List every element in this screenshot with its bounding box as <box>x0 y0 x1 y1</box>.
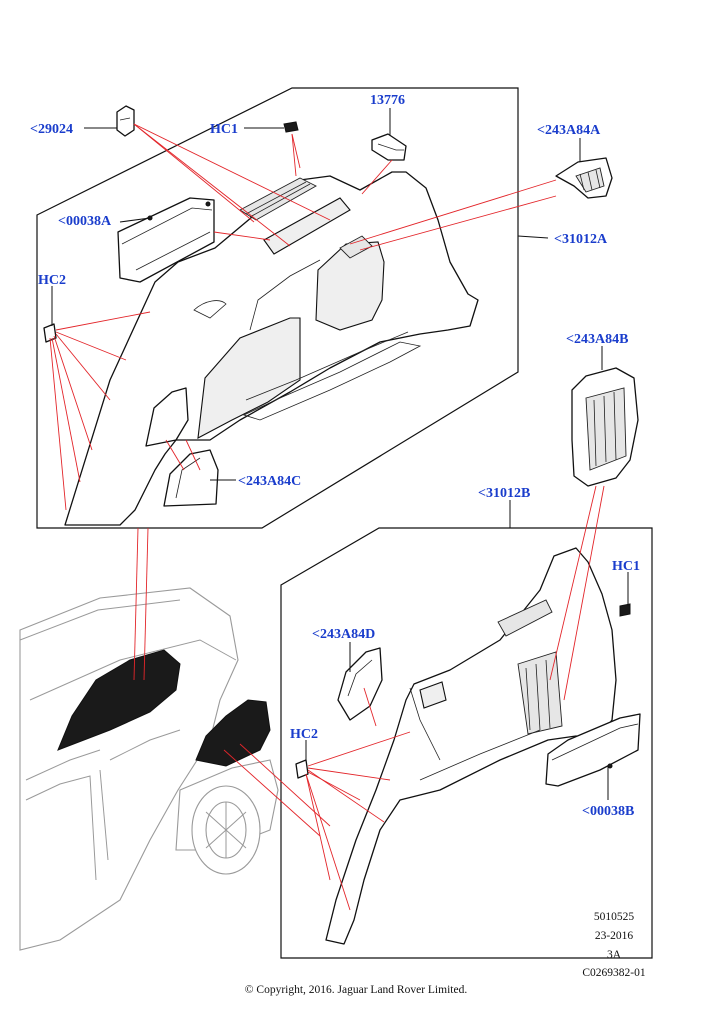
part-00038B <box>545 713 641 787</box>
lower-assembly-frame <box>280 527 653 959</box>
upper-assembly-frame <box>36 87 519 529</box>
diagram-revision: 3A <box>607 949 622 961</box>
callout-00038B[interactable]: <00038B <box>582 804 634 819</box>
callout-31012B[interactable]: <31012B <box>478 486 530 501</box>
part-243A84C <box>163 449 219 507</box>
vehicle-illustration <box>19 587 279 951</box>
callout-243A84C[interactable]: <243A84C <box>238 474 301 489</box>
callout-243A84B[interactable]: <243A84B <box>566 332 628 347</box>
vehicle-right-trim-highlight <box>195 699 271 767</box>
callout-hc1-top[interactable]: HC1 <box>210 122 238 137</box>
copyright-notice: © Copyright, 2016. Jaguar Land Rover Lim… <box>245 984 468 996</box>
reference-lines <box>49 123 605 911</box>
leader-lines <box>51 108 629 800</box>
callout-31012A[interactable]: <31012A <box>554 232 608 247</box>
callout-hc1-bottom[interactable]: HC1 <box>612 559 640 574</box>
callout-hc2-top[interactable]: HC2 <box>38 273 66 288</box>
left-quarter-trim-panel <box>64 171 479 526</box>
part-hc1-bottom <box>619 603 631 617</box>
callout-00038A[interactable]: <00038A <box>58 214 112 229</box>
part-13776 <box>371 133 407 161</box>
right-quarter-trim-panel <box>325 547 617 945</box>
part-00038A <box>117 197 215 283</box>
part-243A84D <box>337 647 383 721</box>
callout-243A84D[interactable]: <243A84D <box>312 627 375 642</box>
diagram-date: 23-2016 <box>595 930 634 942</box>
quarter-vent-grille <box>339 235 373 259</box>
part-29024 <box>116 105 135 137</box>
callout-hc2-bottom[interactable]: HC2 <box>290 727 318 742</box>
part-hc2-bottom <box>295 759 309 779</box>
callout-243A84A[interactable]: <243A84A <box>537 123 601 138</box>
part-243A84B <box>571 367 639 487</box>
callout-29024[interactable]: <29024 <box>30 122 73 137</box>
diagram-code: C0269382-01 <box>582 967 646 979</box>
diagram-number: 5010525 <box>594 911 635 923</box>
part-hc2-top <box>43 323 57 343</box>
part-hc1-top <box>283 121 299 133</box>
callout-13776[interactable]: 13776 <box>370 93 405 108</box>
part-243A84A <box>555 157 613 199</box>
vehicle-left-trim-highlight <box>57 649 181 751</box>
